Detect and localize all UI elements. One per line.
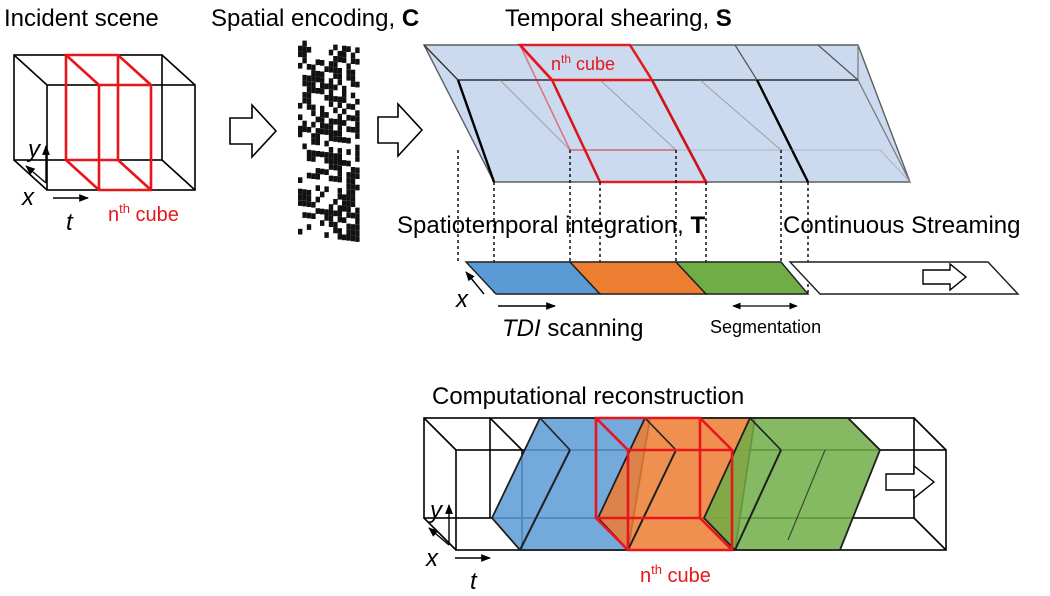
reconstruction-slabs bbox=[490, 417, 882, 551]
sheared-datacube bbox=[422, 44, 912, 183]
recon-axis-x: x bbox=[425, 545, 439, 572]
incident-axis-y: y bbox=[26, 136, 42, 163]
coded-aperture-mask bbox=[298, 40, 360, 243]
reconstruction-arrow-icon bbox=[885, 464, 936, 500]
reconstruction-axes: y x t bbox=[425, 497, 491, 595]
spatial-encoding-panel: Spatial encoding, C bbox=[211, 5, 419, 243]
spatial-encoding-label: Spatial encoding, C bbox=[211, 5, 419, 32]
segment-green bbox=[674, 261, 810, 295]
incident-scene-panel: Incident scene y x t nth cube bbox=[4, 5, 196, 236]
recon-axis-t: t bbox=[470, 568, 478, 595]
reconstruction-nth-cube-label: nth cube bbox=[640, 562, 711, 587]
temporal-shearing-label: Temporal shearing, S bbox=[505, 5, 732, 32]
incident-axis-t: t bbox=[66, 209, 74, 236]
segmentation-label: Segmentation bbox=[710, 317, 821, 337]
reconstruction-nth-cube bbox=[594, 416, 734, 552]
projection-dashed-lines bbox=[457, 150, 809, 294]
incident-scene-label: Incident scene bbox=[4, 5, 159, 32]
integration-panel: Spatiotemporal integration, T Continuous… bbox=[397, 212, 1020, 342]
incident-nth-cube-slab bbox=[64, 53, 153, 192]
tdi-scanning-label: TDI scanning bbox=[502, 315, 643, 342]
streaming-arrow-icon bbox=[922, 262, 968, 292]
incident-nth-cube-label: nth cube bbox=[108, 201, 179, 226]
recon-axis-y: y bbox=[428, 497, 444, 524]
incident-axes: y x t bbox=[21, 136, 89, 236]
incident-scene-cube bbox=[13, 54, 196, 191]
flow-arrow-1 bbox=[229, 102, 278, 160]
incident-axis-x: x bbox=[21, 184, 35, 211]
integration-label: Spatiotemporal integration, T bbox=[397, 212, 706, 239]
reconstruction-label: Computational reconstruction bbox=[432, 383, 744, 410]
integration-axis-x: x bbox=[455, 286, 469, 313]
sheared-nth-cube-label: nth cube bbox=[551, 52, 615, 74]
reconstruction-panel: Computational reconstruction bbox=[423, 383, 947, 595]
segment-streaming bbox=[788, 261, 1020, 295]
detector-strip bbox=[464, 261, 1020, 295]
temporal-shearing-panel: Temporal shearing, S n bbox=[422, 5, 912, 294]
continuous-streaming-label: Continuous Streaming bbox=[783, 212, 1020, 239]
flow-arrow-2 bbox=[377, 101, 424, 159]
integration-axes: x bbox=[455, 271, 798, 313]
